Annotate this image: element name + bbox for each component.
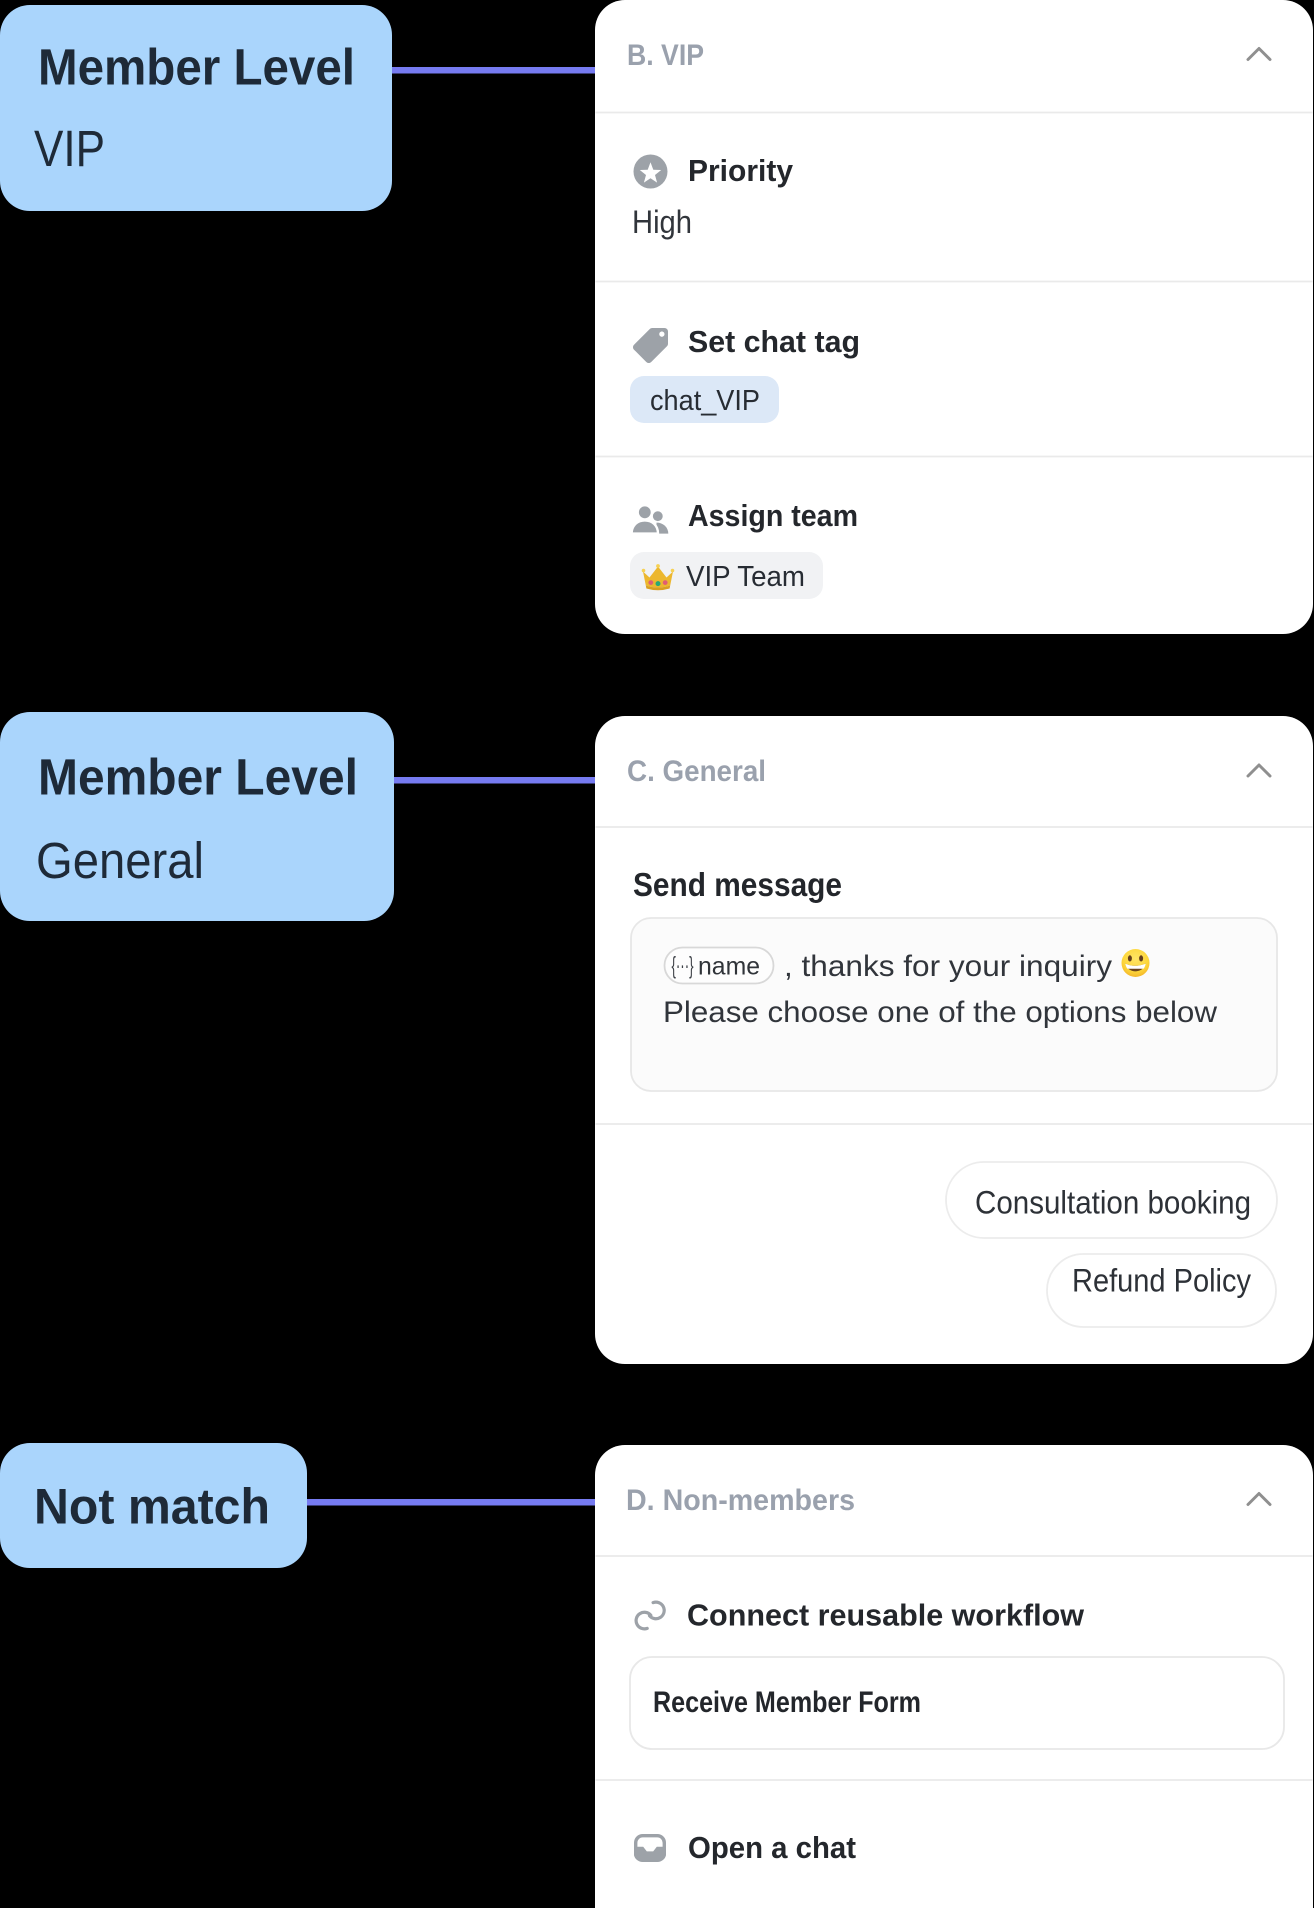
svg-text:Set chat tag: Set chat tag <box>688 324 860 359</box>
svg-text:Send message: Send message <box>633 866 842 903</box>
svg-text:General: General <box>36 832 204 889</box>
svg-text:name: name <box>698 953 760 981</box>
svg-text:Open a chat: Open a chat <box>688 1830 856 1865</box>
svg-text:B. VIP: B. VIP <box>627 39 704 72</box>
svg-text:Receive Member Form: Receive Member Form <box>653 1686 921 1719</box>
svg-text:{···}: {···} <box>672 953 694 980</box>
svg-text:Member Level: Member Level <box>38 749 358 806</box>
svg-text:Connect reusable workflow: Connect reusable workflow <box>687 1598 1085 1633</box>
svg-text:D. Non-members: D. Non-members <box>626 1484 855 1517</box>
svg-text:Refund Policy: Refund Policy <box>1072 1263 1251 1299</box>
svg-text:High: High <box>632 204 692 240</box>
svg-text:, thanks for your inquiry: , thanks for your inquiry <box>784 950 1112 983</box>
svg-text:chat_VIP: chat_VIP <box>650 385 760 417</box>
svg-text:VIP Team: VIP Team <box>686 561 805 593</box>
svg-text:Member Level: Member Level <box>38 39 355 96</box>
svg-text:Consultation booking: Consultation booking <box>975 1185 1251 1221</box>
svg-text:Assign team: Assign team <box>688 498 858 533</box>
svg-text:Not match: Not match <box>34 1479 270 1535</box>
svg-text:C. General: C. General <box>627 755 766 788</box>
svg-text:VIP: VIP <box>34 120 105 177</box>
svg-text:Priority: Priority <box>688 153 794 188</box>
svg-text:Please choose one of the optio: Please choose one of the options below <box>663 996 1217 1029</box>
